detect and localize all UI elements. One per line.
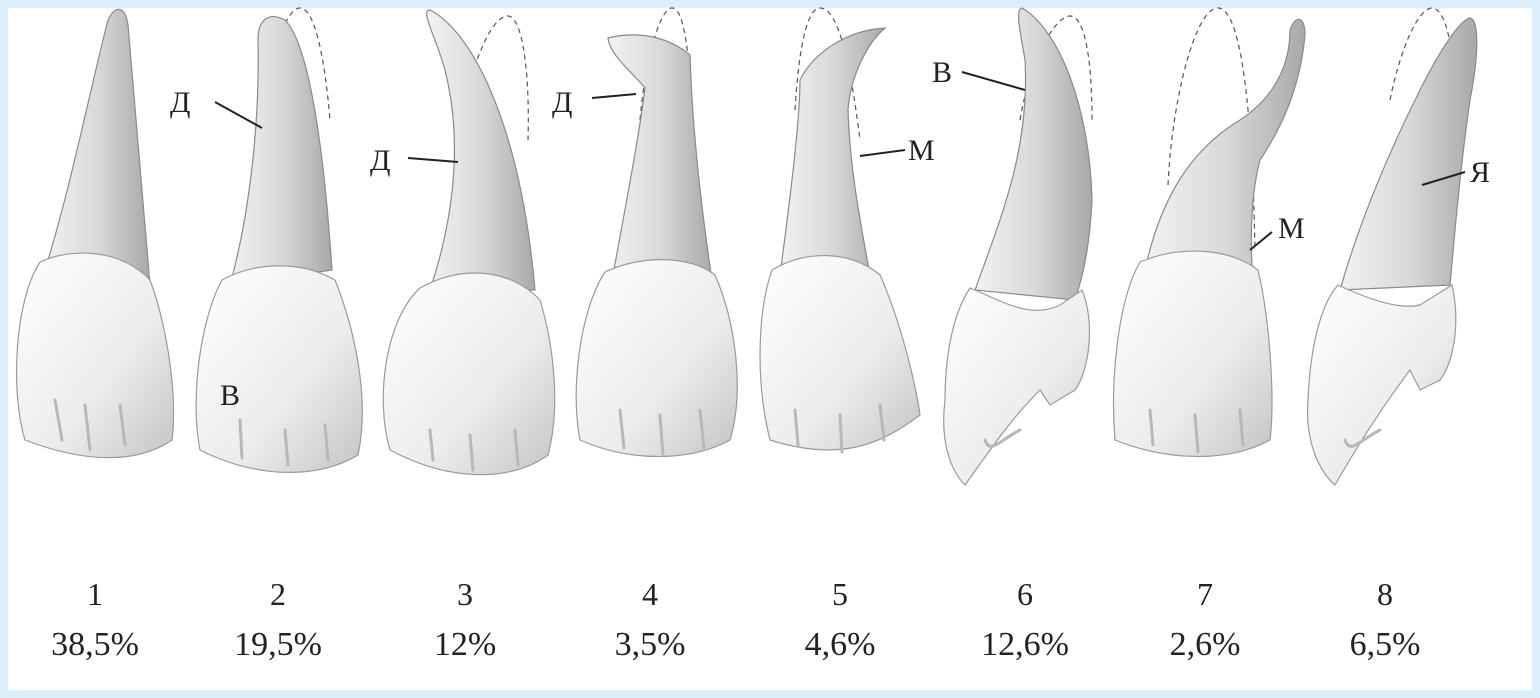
tooth-3-root — [427, 10, 535, 290]
tooth-7 — [1114, 8, 1305, 457]
tooth-percent: 19,5% — [234, 626, 322, 663]
tooth-8-root — [1340, 18, 1477, 290]
caption-row: 1 38,5% 2 19,5% 3 12% 4 3,5% 5 4,6% 6 12… — [51, 576, 1420, 663]
tooth-4-root — [608, 35, 712, 280]
tooth-2-crown — [196, 266, 362, 473]
annotation-t6-root: В — [932, 56, 952, 89]
annotation-t2-crown: В — [220, 379, 240, 412]
tooth-1-crown — [17, 253, 174, 458]
tooth-8 — [1308, 8, 1477, 485]
tooth-5-root — [780, 28, 885, 275]
annotation-t3-root: Д — [370, 144, 390, 177]
tooth-5 — [760, 8, 920, 452]
tooth-8-crown — [1308, 285, 1456, 485]
tooth-3-crown — [383, 273, 554, 475]
tooth-1-root — [45, 9, 150, 285]
tooth-7-crown — [1114, 251, 1272, 456]
tooth-6-crown — [944, 288, 1090, 485]
tooth-number: 4 — [642, 576, 658, 612]
tooth-number: 6 — [1017, 576, 1033, 612]
tooth-number: 5 — [832, 576, 848, 612]
tooth-number: 8 — [1377, 576, 1393, 612]
tooth-6-root — [975, 8, 1092, 300]
tooth-percent: 12,6% — [981, 626, 1069, 663]
tooth-percent: 4,6% — [805, 626, 876, 663]
tooth-percent: 38,5% — [51, 626, 139, 663]
tooth-3 — [383, 10, 554, 475]
tooth-6 — [944, 8, 1092, 485]
annotation-t4-root: Д — [552, 86, 572, 119]
tooth-percent: 3,5% — [615, 626, 686, 663]
tooth-4-crown — [576, 260, 737, 457]
tooth-percent: 6,5% — [1350, 626, 1421, 663]
tooth-4 — [576, 8, 737, 457]
tooth-number: 1 — [87, 576, 103, 612]
annotation-t7-root: М — [1278, 212, 1305, 245]
tooth-percent: 12% — [434, 626, 496, 663]
annotation-t2-root: Д — [170, 86, 190, 119]
tooth-percent: 2,6% — [1170, 626, 1241, 663]
tooth-2-root — [230, 17, 332, 285]
tooth-number: 7 — [1197, 576, 1213, 612]
annotation-t5-root: М — [908, 134, 935, 167]
tooth-1 — [17, 9, 174, 457]
annotation-t8-root: Я — [1470, 156, 1490, 189]
tooth-number: 2 — [270, 576, 286, 612]
tooth-number: 3 — [457, 576, 473, 612]
